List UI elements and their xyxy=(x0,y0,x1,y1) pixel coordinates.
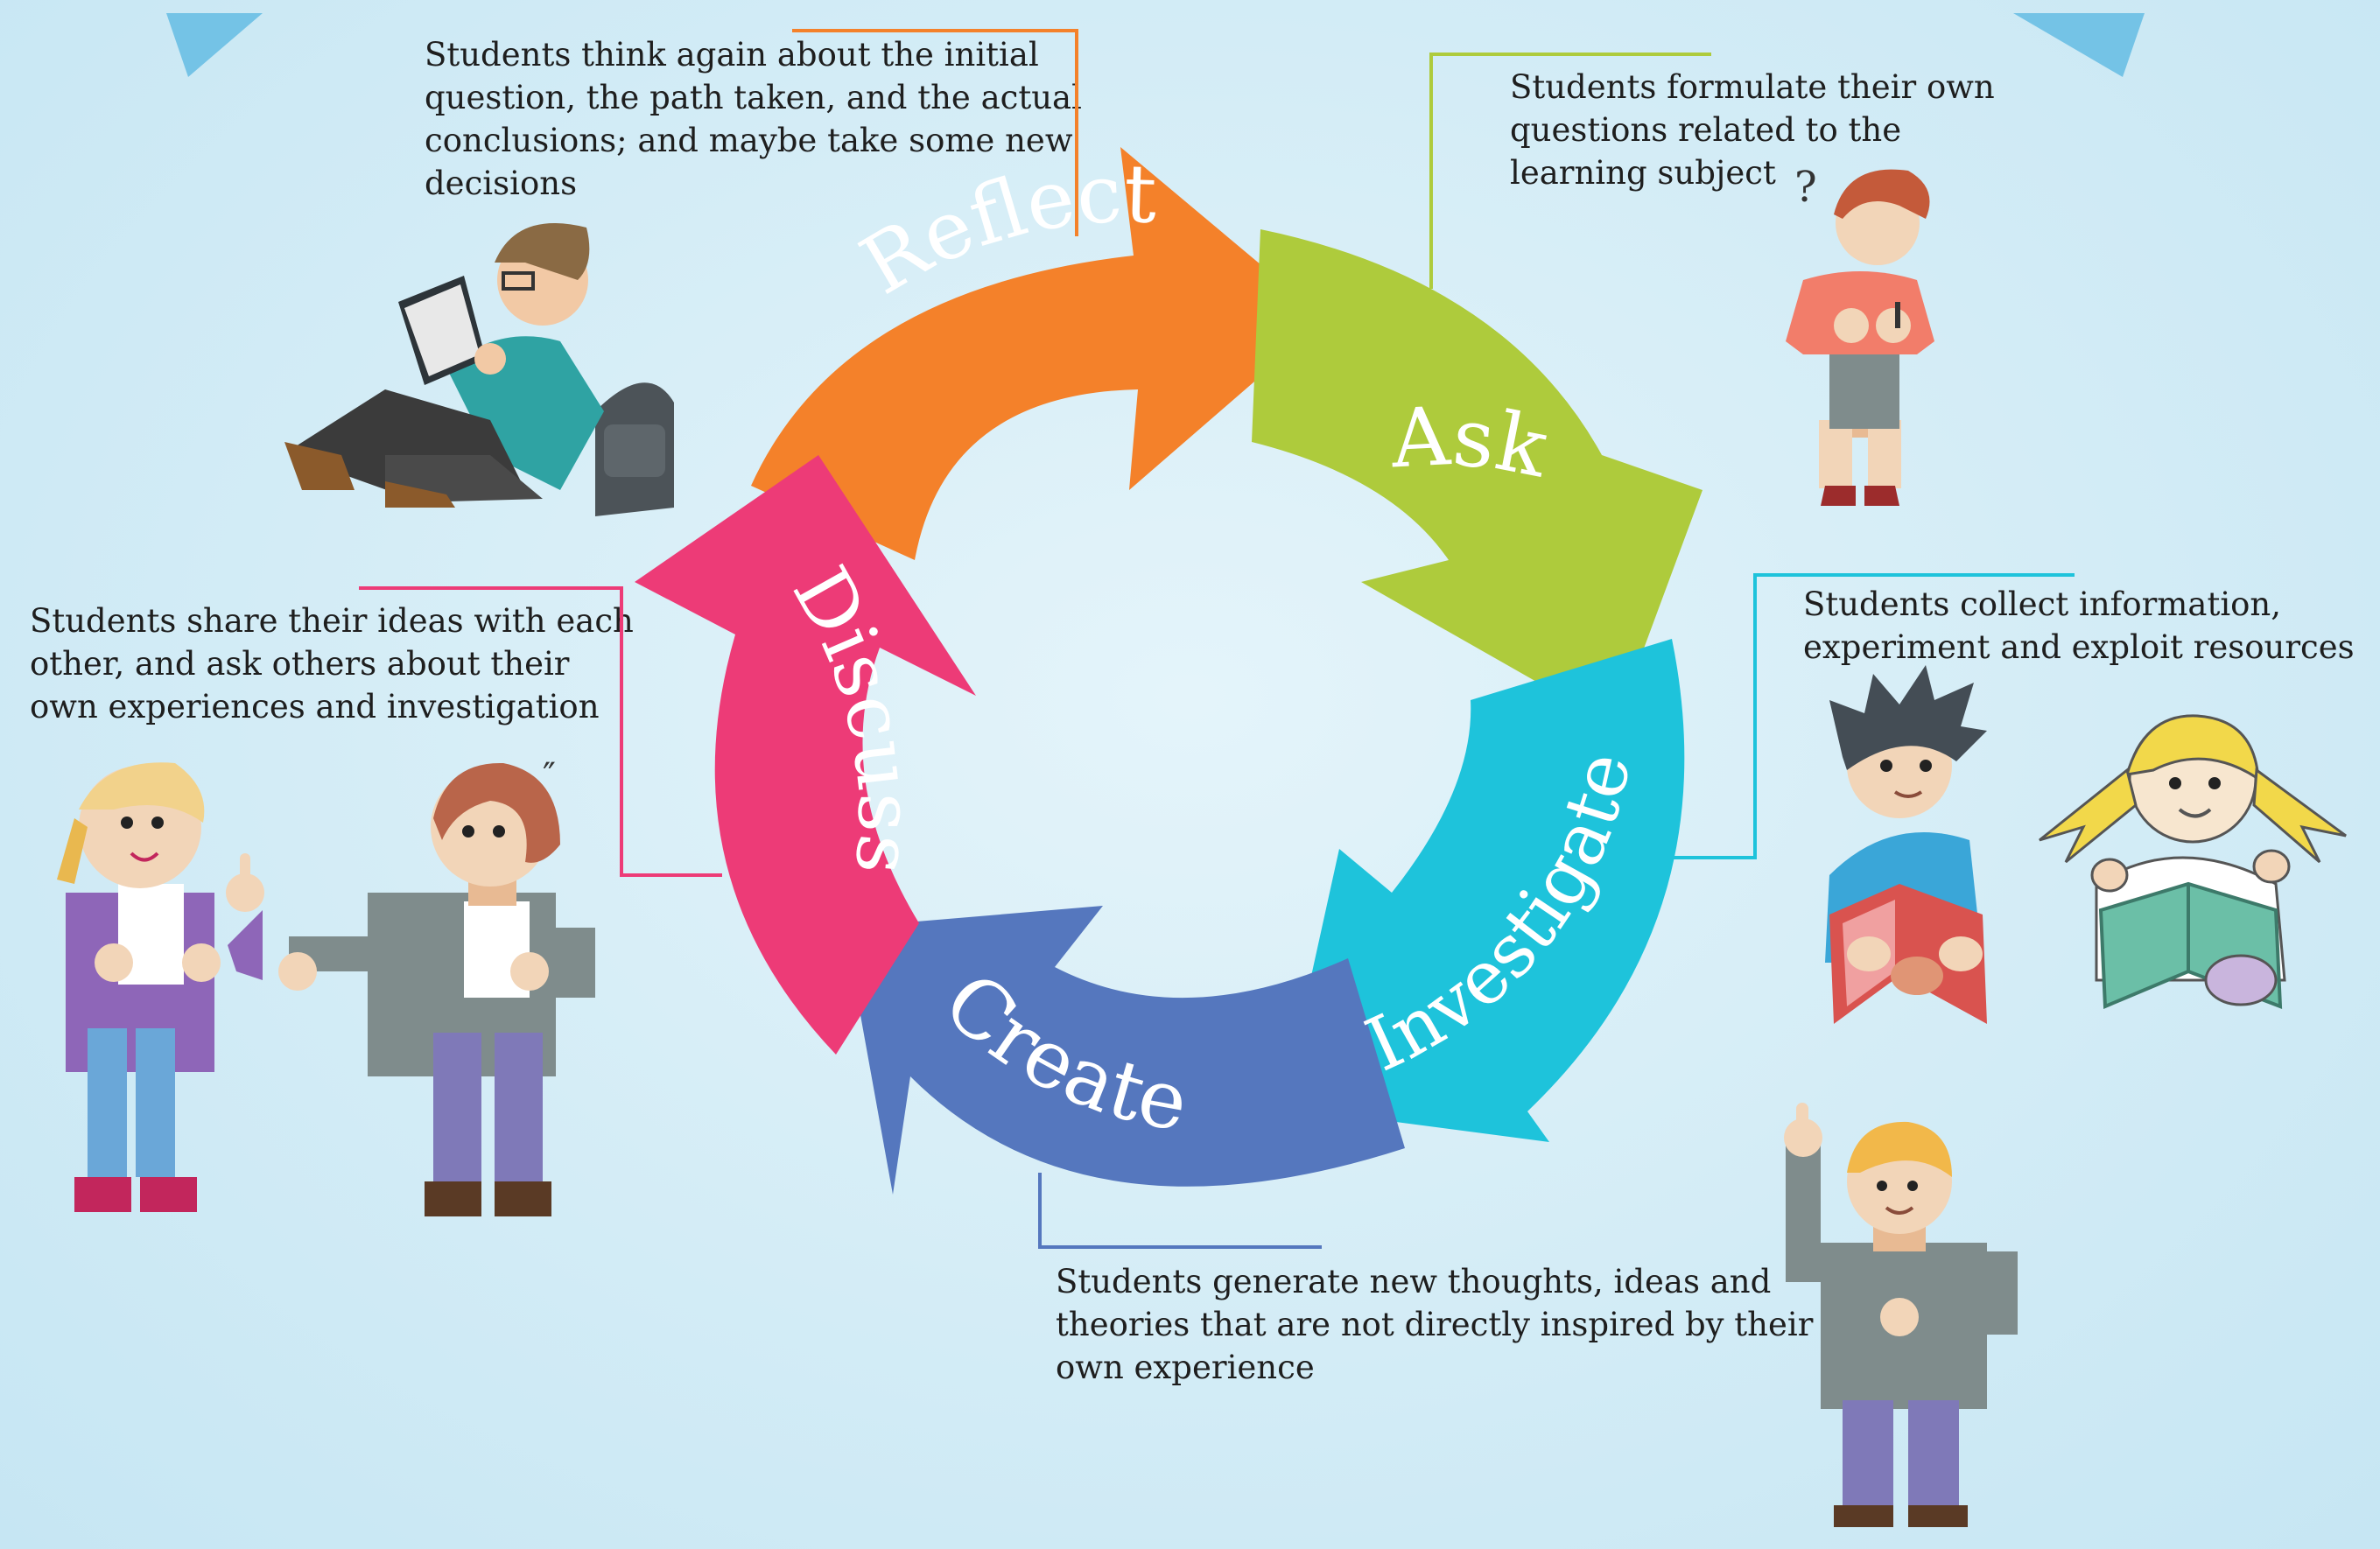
discuss-connector xyxy=(359,586,722,877)
arrow-ask xyxy=(1252,229,1703,726)
ask-connector xyxy=(1429,53,1711,289)
arrow-discuss xyxy=(635,455,976,1055)
student-questioning-illustration: ? xyxy=(1786,163,1934,506)
arrow-create xyxy=(845,906,1405,1195)
reflect-description: Students think again about the initial q… xyxy=(425,36,1082,202)
question-mark: ? xyxy=(1794,163,1817,212)
arrow-reflect xyxy=(751,147,1326,560)
arrow-investigate xyxy=(1282,639,1685,1142)
student-idea-illustration xyxy=(1784,1103,2018,1527)
ask-description: Students formulate their own questions r… xyxy=(1510,68,1995,192)
corner-ribbon-right xyxy=(2013,13,2145,77)
create-description: Students generate new thoughts, ideas an… xyxy=(1056,1263,1814,1386)
corner-ribbon-left xyxy=(166,13,263,77)
stage-label-ask: Ask xyxy=(1388,389,1555,496)
investigate-description: Students collect information, experiment… xyxy=(1803,585,2355,666)
students-sharing-illustration: ″ xyxy=(57,756,595,1216)
exclaim-marks: ″ xyxy=(543,756,556,796)
children-reading-illustration xyxy=(1825,665,2347,1024)
discuss-description: Students share their ideas with each oth… xyxy=(30,602,634,725)
reflect-connector xyxy=(792,29,1078,236)
create-connector xyxy=(1038,1173,1322,1249)
student-reading-illustration xyxy=(284,223,674,516)
investigate-connector xyxy=(1654,573,2075,859)
